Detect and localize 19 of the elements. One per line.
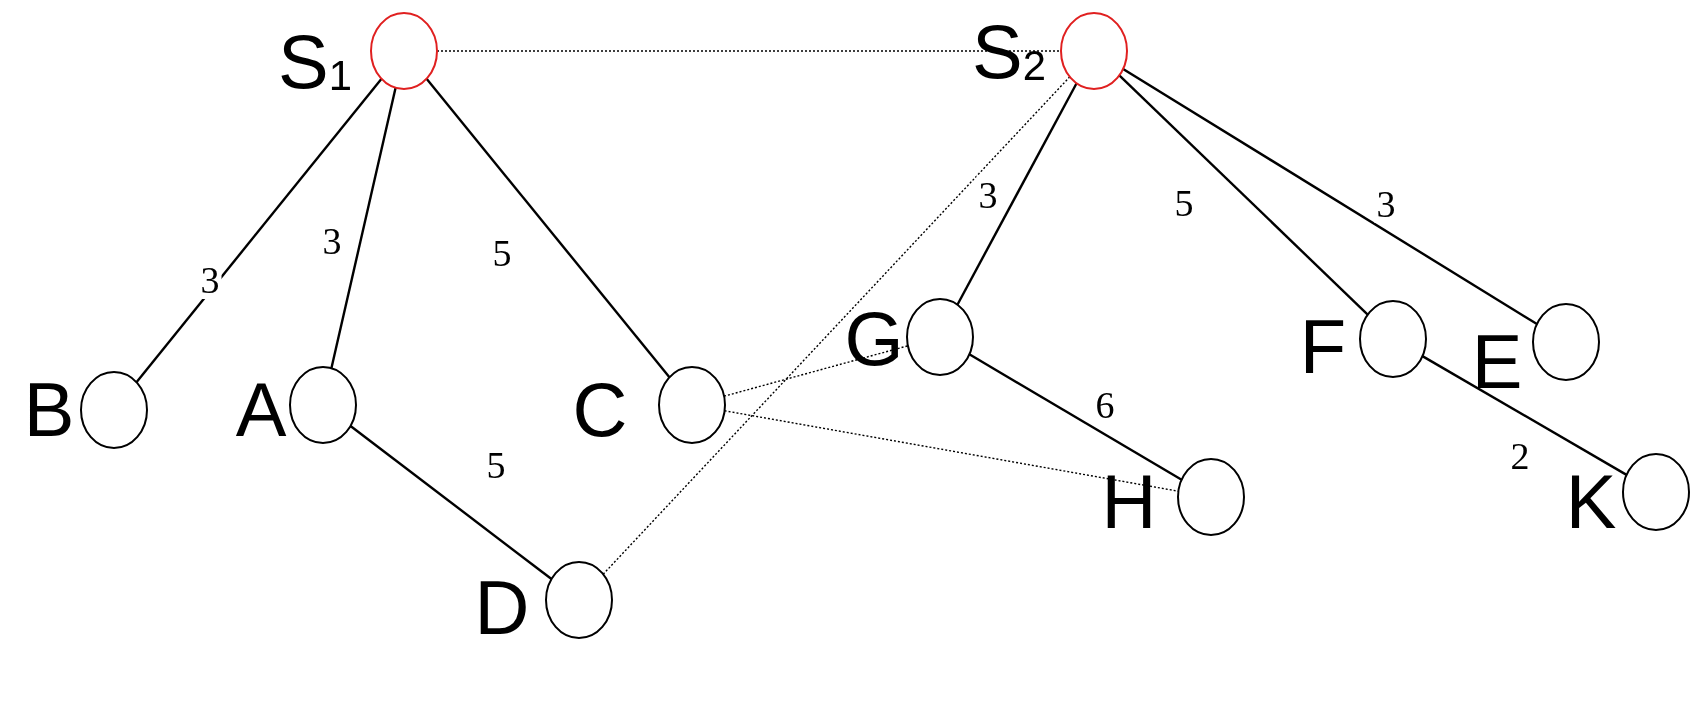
edge-line [349, 425, 553, 580]
node-label: D [474, 570, 530, 646]
dotted-line [602, 76, 1071, 575]
node-label: E [1471, 324, 1523, 400]
edge-line [135, 78, 383, 383]
node-label: H [1101, 464, 1157, 540]
node-label: G [844, 301, 904, 377]
edge-line [1118, 74, 1369, 316]
edge-line [1122, 67, 1538, 326]
node-label: K [1565, 464, 1617, 540]
edge-line [968, 353, 1183, 481]
node-label: A [235, 372, 287, 448]
edge-line [330, 87, 397, 369]
node-label: B [23, 372, 75, 448]
edge-line [1421, 355, 1628, 476]
edge-line [425, 77, 671, 379]
edge-line [956, 82, 1078, 306]
node-label: C [572, 372, 628, 448]
node-label: F [1299, 309, 1347, 385]
